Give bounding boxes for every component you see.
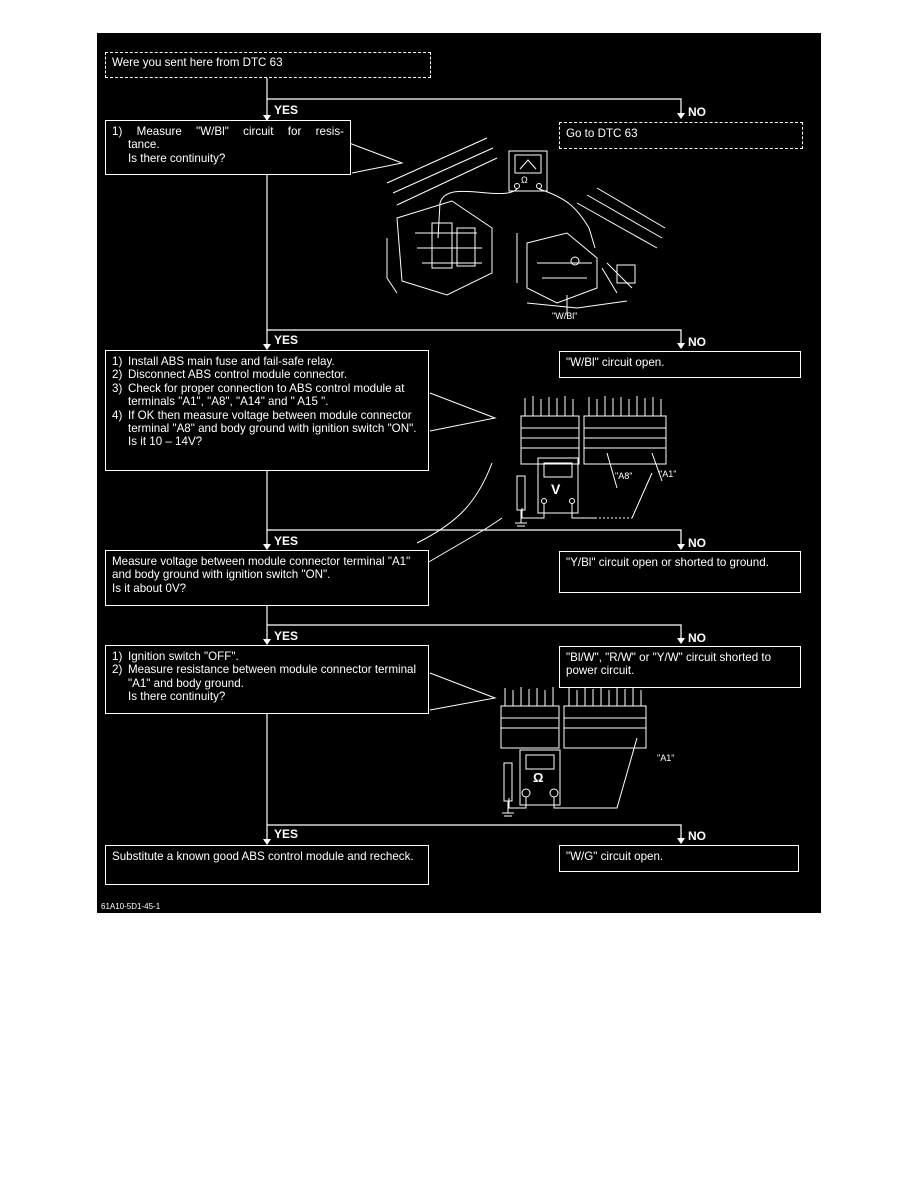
illustration-ohmmeter: [429, 672, 647, 817]
step4-question: Is there continuity?: [128, 690, 226, 704]
connector-right-2: [563, 705, 647, 749]
no-label-1: NO: [688, 105, 706, 119]
illustration-engine-bay: Ω: [348, 137, 666, 315]
step2-box: 1)Install ABS main fuse and fail-safe re…: [105, 350, 429, 471]
yes-label-1: YES: [274, 103, 299, 117]
step5-box: Substitute a known good ABS control modu…: [105, 845, 429, 885]
callout-a1: "A1": [659, 469, 677, 479]
svg-text:Ω: Ω: [521, 175, 528, 185]
no-branch-5: [267, 824, 682, 843]
step5-no-box: "W/G" circuit open.: [559, 845, 799, 872]
no-branch-2: [267, 329, 682, 348]
callout-a8: "A8": [615, 471, 633, 481]
no-branch-4: [267, 624, 682, 643]
voltmeter-icon: [537, 457, 579, 514]
no-arrow-5: [677, 838, 685, 844]
yes-arrow-5: [263, 839, 271, 845]
step2-item-3: 3)Check for proper connection to ABS con…: [112, 381, 405, 409]
step3-text: Measure voltage between module connector…: [112, 555, 411, 582]
step4-item-2: 2)Measure resistance between module conn…: [112, 663, 417, 690]
step2-item-2: 2)Disconnect ABS control module connecto…: [112, 368, 348, 382]
step4-no-text: "Bl/W", "R/W" or "Y/W" circuit shorted t…: [566, 651, 772, 678]
callout-a1-2: "A1": [657, 753, 675, 763]
no-arrow-4: [677, 638, 685, 644]
step1-no-text: Go to DTC 63: [566, 127, 638, 140]
no-arrow-3: [677, 544, 685, 550]
yes-label-4: YES: [274, 629, 299, 643]
step2-item-1: 1)Install ABS main fuse and fail-safe re…: [112, 355, 335, 368]
step4-item-1: 1)Ignition switch "OFF".: [112, 650, 239, 663]
step2-no-box: "W/Bl" circuit open.: [559, 351, 801, 378]
connector-left-2: [500, 705, 560, 749]
ohmmeter-label: Ω: [533, 770, 544, 785]
step3-no-box: "Y/Bl" circuit open or shorted to ground…: [559, 551, 801, 593]
step4-no-box: "Bl/W", "R/W" or "Y/W" circuit shorted t…: [559, 646, 801, 688]
step1-line1: 1) Measure "W/Bl" circuit for resis-: [112, 125, 344, 138]
illustration-voltmeter: [416, 392, 667, 564]
step3-box: Measure voltage between module connector…: [105, 550, 429, 606]
step1-line3: Is there continuity?: [128, 151, 226, 165]
step5-no-text: "W/G" circuit open.: [566, 850, 664, 863]
no-label-5: NO: [688, 829, 706, 843]
connector-left: [520, 415, 580, 465]
yes-arrow-4: [263, 639, 271, 645]
no-branch-3: [267, 529, 682, 549]
no-arrow-2: [677, 343, 685, 349]
connector-right: [583, 415, 667, 465]
yes-label-2: YES: [274, 333, 299, 347]
ohmmeter-icon: [508, 150, 548, 192]
step2-no-text: "W/Bl" circuit open.: [566, 356, 665, 369]
yes-arrow-2: [263, 344, 271, 350]
voltmeter-label: V: [551, 481, 561, 497]
yes-label-5: YES: [274, 827, 299, 841]
step1-box: 1) Measure "W/Bl" circuit for resis- tan…: [105, 120, 351, 175]
step4-box: 1)Ignition switch "OFF". 2)Measure resis…: [105, 645, 429, 714]
flowchart-panel: Ω: [97, 33, 821, 913]
step1-no-box: Go to DTC 63: [559, 122, 803, 149]
no-label-4: NO: [688, 631, 706, 645]
yes-arrow-3: [263, 544, 271, 550]
ohmmeter-icon-2: [519, 749, 561, 806]
callout-w-bl: "W/Bl": [552, 311, 578, 321]
no-label-3: NO: [688, 536, 706, 550]
no-arrow-1: [677, 113, 685, 119]
yes-arrow-1: [263, 115, 271, 121]
figure-reference-code: 61A10-5D1-45-1: [101, 902, 161, 911]
step2-item-4: 4)If OK then measure voltage between mod…: [112, 408, 417, 436]
start-question-text: Were you sent here from DTC 63: [112, 56, 283, 69]
step1-line2: tance.: [128, 138, 160, 152]
no-label-2: NO: [688, 335, 706, 349]
step2-question: Is it 10 – 14V?: [128, 435, 203, 449]
flowchart-connectors: Ω: [263, 76, 685, 845]
step3-no-text: "Y/Bl" circuit open or shorted to ground…: [566, 556, 769, 569]
no-branch-1: [267, 98, 682, 118]
yes-label-3: YES: [274, 534, 299, 548]
step3-question: Is it about 0V?: [112, 581, 187, 595]
start-question-box: Were you sent here from DTC 63: [105, 52, 431, 78]
step5-text: Substitute a known good ABS control modu…: [112, 850, 414, 863]
